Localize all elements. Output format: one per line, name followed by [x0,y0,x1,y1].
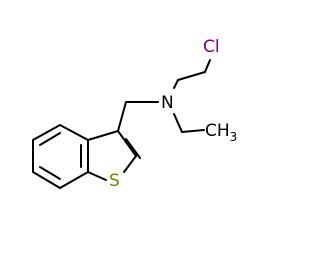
bond [59,124,89,141]
bond [123,155,137,173]
methyl-ch: CH [205,121,230,141]
methyl-label: CH3 [205,121,237,144]
bond [32,171,61,189]
nitrogen-label: N [161,93,174,113]
methyl-subscript: 3 [230,130,238,144]
bond [181,129,205,133]
bonds [32,59,211,189]
bond [117,130,137,157]
bond [117,101,127,132]
sulfur-label: S [109,171,120,191]
double-bond-inner [125,138,141,159]
bond [87,171,107,181]
molecule-structure: Cl N S CH3 [32,37,237,191]
bond [173,79,179,89]
structure-canvas: Cl N S CH3 [32,37,237,191]
double-bond-inner [39,132,61,146]
bond [87,130,119,141]
bond [204,59,211,73]
chlorine-label: Cl [203,37,220,57]
double-bond-inner [39,166,61,180]
bond [59,171,89,189]
bond [177,71,206,81]
bond [173,113,183,133]
bond [32,124,61,141]
